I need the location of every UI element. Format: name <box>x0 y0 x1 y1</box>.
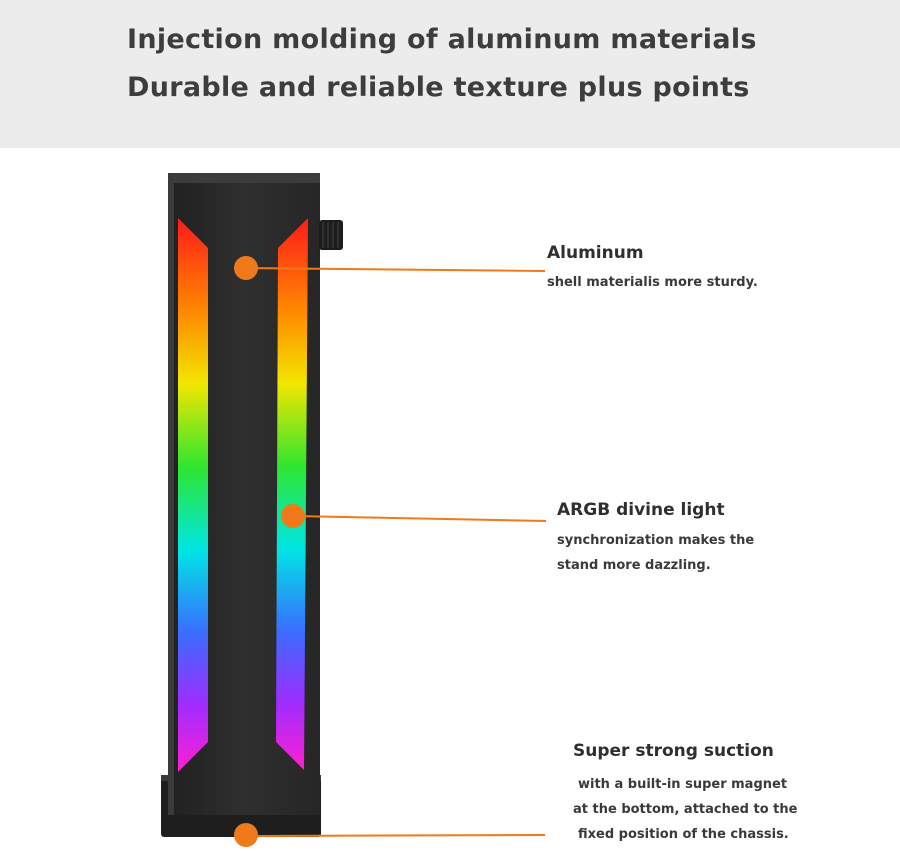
callout-line: stand more dazzling. <box>557 558 711 573</box>
led-strip-right <box>276 218 308 770</box>
callout-text-suction: with a built-in super magnet at the bott… <box>573 772 797 847</box>
callout-line: shell materialis more sturdy. <box>547 275 758 290</box>
header-banner: Injection molding of aluminum materials … <box>0 0 900 148</box>
callout-line-suction <box>245 834 546 837</box>
callout-dot-argb <box>281 504 305 528</box>
callout-title-argb: ARGB divine light <box>557 500 725 520</box>
adjustment-knob <box>319 220 343 250</box>
callout-title-suction: Super strong suction <box>573 741 774 761</box>
led-strip-left <box>178 218 208 772</box>
header-title-line-1: Injection molding of aluminum materials <box>127 24 757 55</box>
callout-dot-aluminum <box>234 256 258 280</box>
callout-dot-suction <box>234 823 258 847</box>
callout-line: fixed position of the chassis. <box>578 827 789 842</box>
callout-line-argb <box>292 515 547 522</box>
callout-text-argb: synchronization makes the stand more daz… <box>557 528 754 578</box>
callout-line: with a built-in super magnet <box>578 777 788 792</box>
callout-title-aluminum: Aluminum <box>547 243 644 263</box>
callout-line: synchronization makes the <box>557 533 755 548</box>
callout-line-aluminum <box>245 267 546 272</box>
header-title-line-2: Durable and reliable texture plus points <box>127 72 750 103</box>
callout-line: at the bottom, attached to the <box>573 802 798 817</box>
callout-text-aluminum: shell materialis more sturdy. <box>547 270 758 295</box>
